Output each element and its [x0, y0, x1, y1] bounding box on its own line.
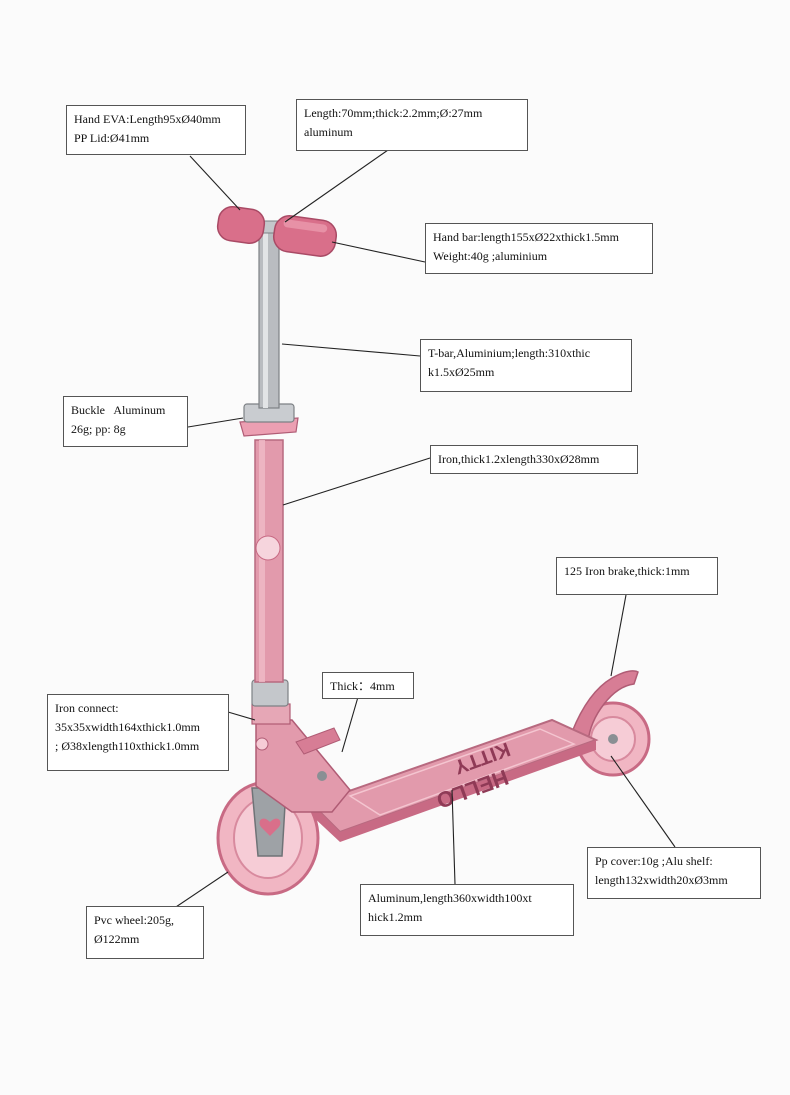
leader-brake	[610, 594, 627, 677]
callout-t-bar: T-bar,Aluminium;length:310xthic k1.5xØ25…	[420, 339, 632, 392]
callout-brake: 125 Iron brake,thick:1mm	[556, 557, 718, 595]
leader-tube	[284, 149, 389, 223]
leader-iron-tube	[282, 457, 431, 506]
callout-hand-eva-line-1: Hand EVA:Length95xØ40mm	[74, 112, 221, 126]
callout-buckle-line-1: Buckle Aluminum	[71, 403, 166, 417]
leader-thick	[341, 696, 359, 753]
callout-buckle-line-2: 26g; pp: 8g	[71, 422, 126, 436]
callout-hand-bar-line-2: Weight:40g ;aluminium	[433, 249, 548, 263]
callout-hand-bar-line-1: Hand bar:length155xØ22xthick1.5mm	[433, 230, 619, 244]
leader-hand-bar	[331, 241, 426, 263]
lower-clamp	[251, 679, 289, 707]
scooter-illustration: HELLO KITTY	[216, 206, 651, 896]
callout-t-bar-line-2: k1.5xØ25mm	[428, 365, 495, 379]
leader-deck	[451, 789, 456, 885]
leader-hand-eva	[189, 155, 241, 211]
t-bar-tube	[258, 231, 280, 409]
callout-deck: Aluminum,length360xwidth100xt hick1.2mm	[360, 884, 574, 936]
leader-lines	[163, 149, 676, 916]
leader-buckle	[187, 417, 244, 428]
callout-tube: Length:70mm;thick:2.2mm;Ø:27mm aluminum	[296, 99, 528, 151]
callout-hand-eva: Hand EVA:Length95xØ40mm PP Lid:Ø41mm	[66, 105, 246, 155]
callout-deck-line-2: hick1.2mm	[368, 910, 423, 924]
callout-tube-line-1: Length:70mm;thick:2.2mm;Ø:27mm	[304, 106, 483, 120]
callout-t-bar-line-1: T-bar,Aluminium;length:310xthic	[428, 346, 591, 360]
callout-thick-line-1: Thick：4mm	[330, 679, 395, 693]
tube-kitty-icon	[255, 535, 281, 561]
buckle-clamp	[239, 403, 299, 437]
callout-thick: Thick：4mm	[322, 672, 414, 699]
callout-iron-connect-line-3: ; Ø38xlength110xthick1.0mm	[55, 739, 200, 753]
callout-tube-line-2: aluminum	[304, 125, 353, 139]
callout-pvc-wheel: Pvc wheel:205g, Ø122mm	[86, 906, 204, 959]
callout-iron-connect: Iron connect: 35x35xwidth164xthick1.0mm …	[47, 694, 229, 771]
callout-iron-tube-line-1: Iron,thick1.2xlength330xØ28mm	[438, 452, 600, 466]
callout-iron-connect-line-1: Iron connect:	[55, 701, 119, 715]
callout-hand-bar: Hand bar:length155xØ22xthick1.5mm Weight…	[425, 223, 653, 274]
callout-brake-line-1: 125 Iron brake,thick:1mm	[564, 564, 690, 578]
leader-iron-connect	[227, 711, 256, 721]
callout-pp-cover-line-2: length132xwidth20xØ3mm	[595, 873, 728, 887]
callout-iron-connect-line-2: 35x35xwidth164xthick1.0mm	[55, 720, 200, 734]
leader-t-bar	[281, 343, 421, 357]
rear-brake	[571, 670, 639, 744]
left-grip	[216, 206, 266, 244]
folding-mechanism	[251, 703, 351, 813]
callout-hand-eva-line-2: PP Lid:Ø41mm	[74, 131, 150, 145]
callout-buckle: Buckle Aluminum 26g; pp: 8g	[63, 396, 188, 447]
callout-pp-cover-line-1: Pp cover:10g ;Alu shelf:	[595, 854, 713, 868]
deck: HELLO KITTY	[310, 718, 599, 842]
right-grip	[272, 215, 338, 257]
callout-iron-tube: Iron,thick1.2xlength330xØ28mm	[430, 445, 638, 474]
callout-deck-line-1: Aluminum,length360xwidth100xt	[368, 891, 532, 905]
callout-pvc-wheel-line-1: Pvc wheel:205g,	[94, 913, 174, 927]
callout-pp-cover: Pp cover:10g ;Alu shelf: length132xwidth…	[587, 847, 761, 899]
leader-pp-cover	[610, 755, 676, 848]
fork-heart-icon	[259, 818, 281, 836]
rear-wheel	[575, 701, 651, 777]
callout-pvc-wheel-line-2: Ø122mm	[94, 932, 140, 946]
